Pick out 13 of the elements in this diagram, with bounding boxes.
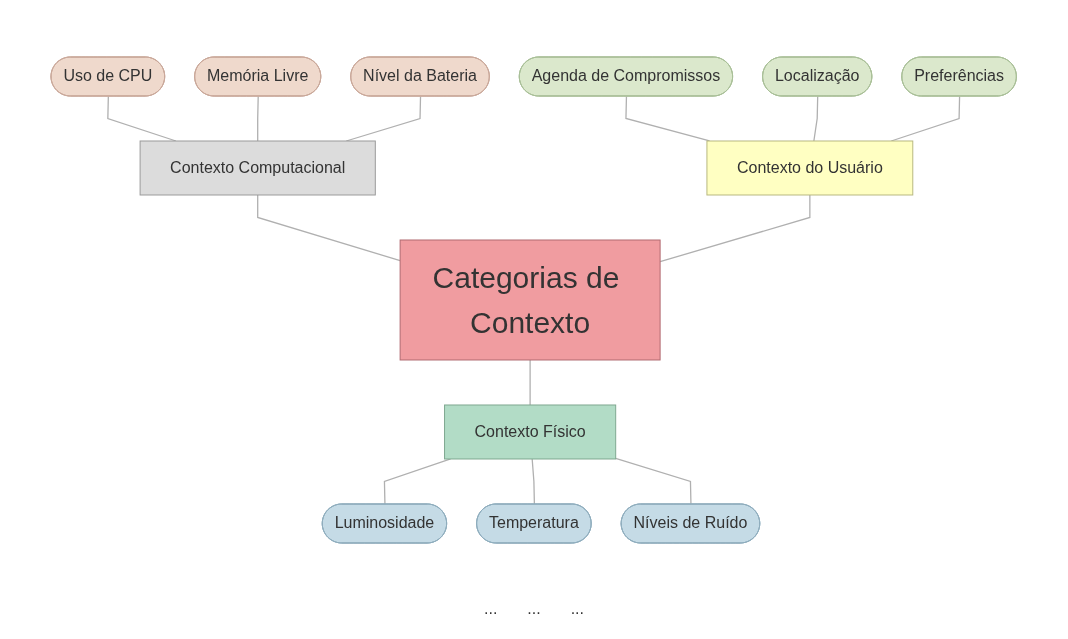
node-box: Contexto do Usuário <box>706 140 914 196</box>
ellipsis-text: ... <box>570 600 584 618</box>
connector <box>659 194 811 263</box>
node-box: Categorias de Contexto <box>399 239 661 361</box>
connector <box>107 95 177 142</box>
node-box: Contexto Computacional <box>139 140 377 196</box>
connector <box>813 95 819 142</box>
ellipsis-text: ... <box>484 600 498 618</box>
ellipsis-text: ... <box>527 600 541 618</box>
connector <box>257 95 260 142</box>
connector <box>257 194 402 262</box>
node-box: Contexto Físico <box>444 404 617 460</box>
connector <box>529 359 532 406</box>
